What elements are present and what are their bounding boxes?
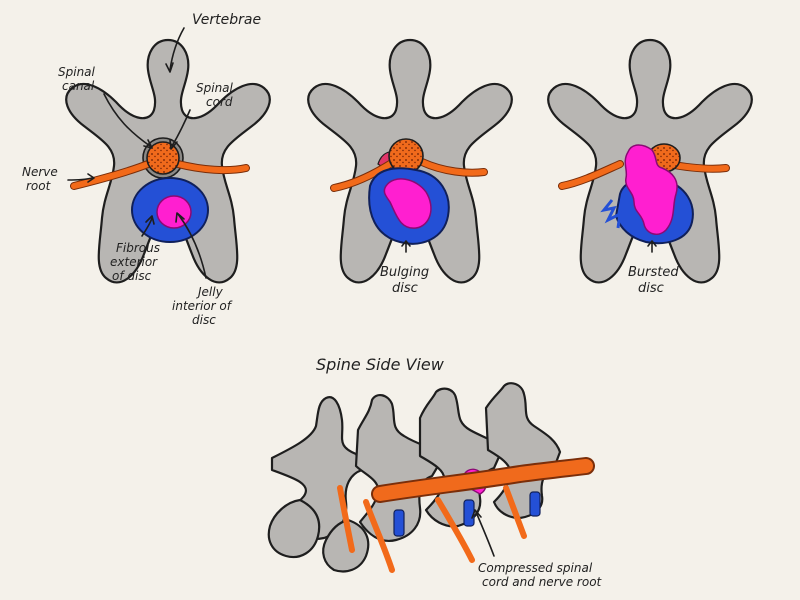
- label-spinal-canal-line2: canal: [62, 79, 95, 93]
- label-nerve-root-line2: root: [26, 179, 52, 193]
- disc-interior: [383, 178, 432, 229]
- disc-interior: [156, 195, 192, 229]
- side-spinal-cord: [373, 459, 593, 501]
- fibrous-pointer: [141, 217, 153, 237]
- label-fibrous-line3: of disc: [112, 269, 152, 283]
- side-disc: [393, 509, 405, 537]
- annotation-lines: [67, 27, 657, 557]
- label-bulging-line1: Bulging: [380, 265, 429, 280]
- spinal-cord: [146, 141, 180, 175]
- label-vertebrae: Vertebrae: [192, 12, 261, 28]
- label-spinal-cord-line1: Spinal: [196, 81, 234, 95]
- label-compressed-line1: Compressed spinal: [478, 561, 593, 575]
- spine-side-view: [267, 382, 595, 573]
- nerve-root-pointer: [67, 177, 93, 181]
- side-view-title: Spine Side View: [316, 355, 445, 374]
- side-disc: [463, 499, 475, 527]
- label-spinal-canal-line1: Spinal: [58, 65, 96, 79]
- nerve-root: [331, 159, 487, 191]
- label-spinal-cord-line2: cord: [206, 95, 233, 109]
- disc-interior-bursted: [624, 144, 678, 235]
- label-compressed-line2: cord and nerve root: [482, 575, 603, 589]
- vertebra-bulging: [307, 38, 513, 284]
- label-bursted-line2: disc: [638, 281, 664, 296]
- side-vertebra-4: [484, 382, 562, 520]
- vertebrae-pointer: [169, 27, 185, 71]
- jelly-pointer: [177, 213, 207, 279]
- side-disc: [529, 491, 541, 517]
- spinal-cord-pointer: [171, 109, 191, 147]
- label-jelly-line3: disc: [192, 313, 216, 327]
- label-nerve-root-line1: Nerve: [22, 165, 58, 179]
- side-nerve-root: [363, 499, 395, 573]
- label-bursted-line1: Bursted: [628, 265, 679, 280]
- label-bulging-line2: disc: [392, 281, 418, 296]
- side-nerve-root: [337, 485, 355, 553]
- vertebra-bursted: [547, 38, 753, 284]
- label-jelly-line2: interior of: [172, 299, 233, 313]
- nerve-root: [71, 161, 249, 189]
- compressed-pointer: [475, 511, 495, 557]
- side-vertebra-5: [267, 498, 321, 559]
- label-fibrous-line1: Fibrous: [116, 241, 160, 255]
- side-nerve-root: [435, 497, 475, 563]
- spinal-canal-pointer: [103, 93, 151, 147]
- side-vertebra-6: [322, 518, 370, 573]
- side-nerve-root: [503, 485, 527, 539]
- label-fibrous-line2: exterior: [110, 255, 158, 269]
- vertebra-normal: [65, 38, 271, 284]
- label-jelly-line1: Jelly: [196, 285, 224, 299]
